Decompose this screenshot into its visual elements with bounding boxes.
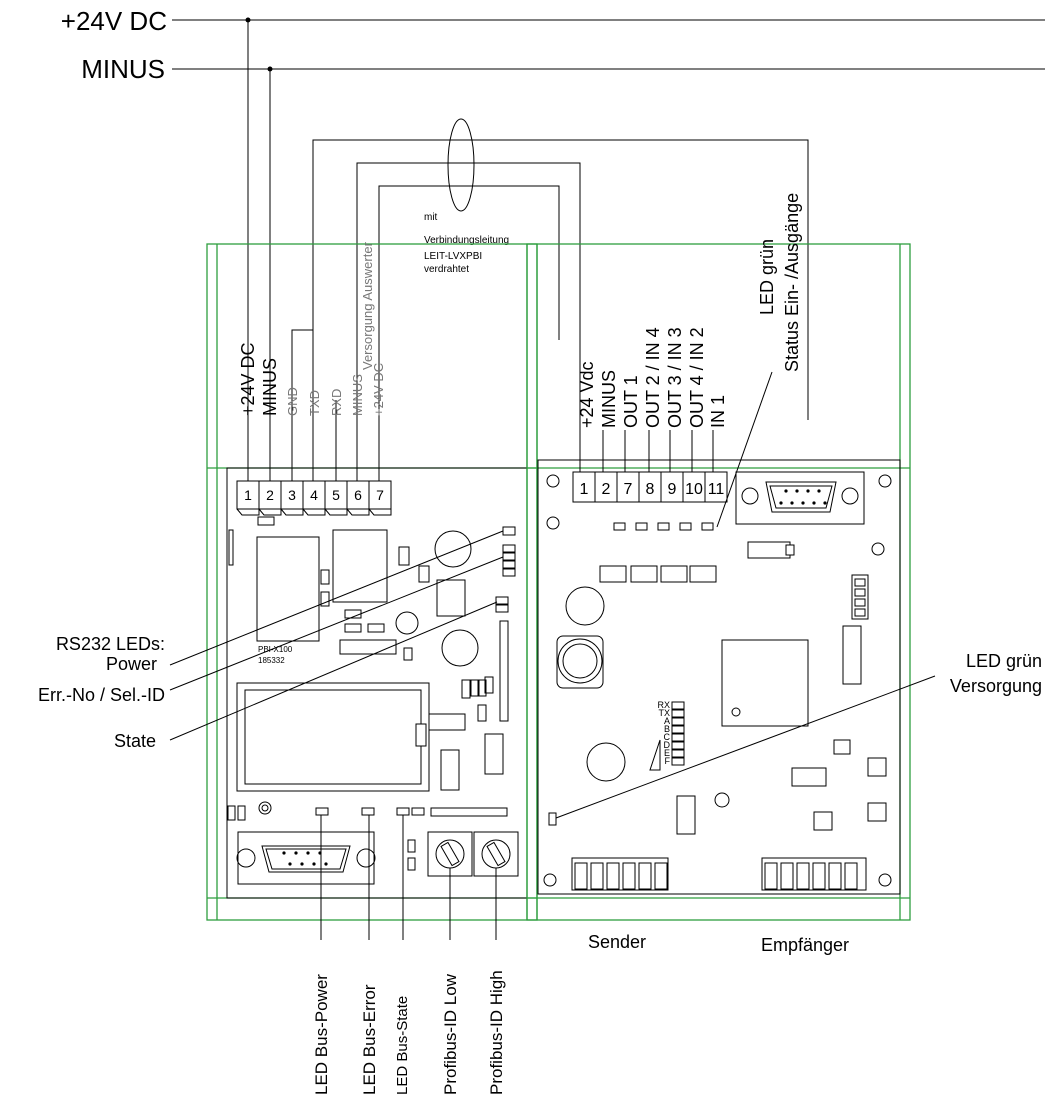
label-led-bus-power: LED Bus-Power bbox=[312, 974, 331, 1095]
left-module: 1 2 3 4 5 6 7 +24V DC MINUS GND TXD RXD … bbox=[206, 241, 538, 921]
dsub-right-frame bbox=[735, 471, 865, 525]
status-led bbox=[657, 522, 670, 531]
plus-24v-label: +24V DC bbox=[61, 6, 167, 36]
terminal-label-rxd: RXD bbox=[329, 389, 344, 416]
terminal-number: 6 bbox=[354, 487, 362, 503]
terminal-label-minus-supply: MINUS bbox=[350, 374, 365, 416]
board-serial: 185332 bbox=[258, 656, 285, 665]
callout-rs232: RS232 LEDs: bbox=[56, 634, 165, 654]
bottom-connector-sender bbox=[571, 857, 669, 891]
terminal-label-plus24-supply: +24V DC bbox=[371, 363, 386, 416]
receiver-label: Empfänger bbox=[761, 935, 849, 955]
connecting-cable bbox=[312, 118, 809, 468]
display-window bbox=[236, 682, 430, 792]
led-bus-error bbox=[361, 807, 375, 816]
svg-text:E: E bbox=[664, 748, 670, 758]
status-led bbox=[701, 522, 714, 531]
svg-text:B: B bbox=[664, 724, 670, 734]
terminal-number: 1 bbox=[244, 487, 252, 503]
terminal-number: 3 bbox=[288, 487, 296, 503]
left-callouts: RS232 LEDs: Power Err.-No / Sel.-ID Stat… bbox=[38, 530, 504, 751]
supply-led-label-2: Versorgung bbox=[950, 676, 1042, 696]
terminal-number: 4 bbox=[310, 487, 318, 503]
terminal-number: 2 bbox=[602, 481, 611, 498]
status-led bbox=[613, 522, 626, 531]
terminal-number: 7 bbox=[376, 487, 384, 503]
terminal-number: 2 bbox=[266, 487, 274, 503]
terminal-label-out3: OUT 3 / IN 3 bbox=[665, 327, 685, 428]
cable-bundle-ellipse bbox=[447, 118, 475, 212]
terminal-label-txd: TXD bbox=[307, 390, 322, 416]
terminal-number: 7 bbox=[624, 481, 633, 498]
terminal-label-out4: OUT 4 / IN 2 bbox=[687, 327, 707, 428]
callout-state: State bbox=[114, 731, 156, 751]
minus-label: MINUS bbox=[81, 54, 165, 84]
terminal-label-minus: MINUS bbox=[599, 370, 619, 428]
label-profibus-id-low: Profibus-ID Low bbox=[441, 973, 460, 1095]
sender-label: Sender bbox=[588, 932, 646, 952]
terminal-number: 5 bbox=[332, 487, 340, 503]
led-column: RX TX A B C D E F bbox=[657, 700, 685, 766]
svg-text:F: F bbox=[665, 756, 671, 766]
callout-power: Power bbox=[106, 654, 157, 674]
svg-text:verdrahtet: verdrahtet bbox=[424, 264, 469, 275]
led-supply bbox=[548, 812, 557, 826]
processor-chip bbox=[721, 639, 809, 727]
terminal-label-out2: OUT 2 / IN 4 bbox=[643, 327, 663, 428]
terminal-number: 11 bbox=[708, 481, 725, 498]
svg-text:RX: RX bbox=[657, 700, 670, 710]
status-led-label-2: Status Ein- /Ausgänge bbox=[782, 193, 802, 372]
supply-led-label-1: LED grün bbox=[966, 651, 1042, 671]
terminal-label-gnd: GND bbox=[285, 387, 300, 416]
terminal-label-out1: OUT 1 bbox=[621, 375, 641, 428]
terminal-number: 8 bbox=[646, 481, 655, 498]
terminal-number: 1 bbox=[580, 481, 589, 498]
right-pcb bbox=[537, 459, 901, 895]
left-terminal-block: 1 2 3 4 5 6 7 bbox=[236, 480, 392, 516]
terminal-label-plus24: +24V DC bbox=[238, 342, 258, 416]
bottom-callouts: LED Bus-Power LED Bus-Error LED Bus-Stat… bbox=[312, 815, 506, 1095]
status-led-label-1: LED grün bbox=[757, 239, 777, 315]
terminal-number: 10 bbox=[685, 481, 703, 498]
terminal-label-in1: IN 1 bbox=[708, 395, 728, 428]
terminal-label-plus24vdc: +24 Vdc bbox=[577, 361, 597, 428]
svg-text:C: C bbox=[664, 732, 671, 742]
svg-text:TX: TX bbox=[658, 708, 670, 718]
terminal-number: 9 bbox=[668, 481, 677, 498]
svg-text:A: A bbox=[664, 716, 670, 726]
right-terminal-block: 1 2 7 8 9 10 11 bbox=[572, 471, 728, 503]
svg-text:LEIT-LVXPBI: LEIT-LVXPBI bbox=[424, 251, 482, 262]
svg-text:Verbindungsleitung: Verbindungsleitung bbox=[424, 235, 509, 246]
dsub-left-frame bbox=[237, 831, 375, 885]
status-led bbox=[679, 522, 692, 531]
svg-text:mit: mit bbox=[424, 212, 438, 223]
right-module-housing bbox=[526, 243, 911, 921]
label-led-bus-error: LED Bus-Error bbox=[360, 984, 379, 1095]
label-led-bus-state: LED Bus-State bbox=[394, 996, 411, 1095]
board-label: PBI-X100 bbox=[258, 645, 293, 654]
right-callouts: LED grün Status Ein- /Ausgänge LED grün … bbox=[555, 193, 1042, 955]
terminal-label-minus: MINUS bbox=[260, 358, 280, 416]
status-led bbox=[635, 522, 648, 531]
cable-note: mit Verbindungsleitung LEIT-LVXPBI verdr… bbox=[424, 212, 509, 275]
led-bus-state bbox=[396, 807, 410, 816]
callout-err-no: Err.-No / Sel.-ID bbox=[38, 685, 165, 705]
right-module: 1 2 7 8 9 10 11 +24 Vdc MINUS OUT 1 OUT … bbox=[526, 243, 911, 921]
led-bus-power bbox=[315, 807, 329, 816]
supply-note: Versorgung Auswerter bbox=[360, 241, 375, 370]
bottom-connector-receiver bbox=[761, 857, 867, 891]
gnd-txd-bridge bbox=[291, 329, 313, 468]
svg-text:D: D bbox=[664, 740, 671, 750]
label-profibus-id-high: Profibus-ID High bbox=[487, 970, 506, 1095]
